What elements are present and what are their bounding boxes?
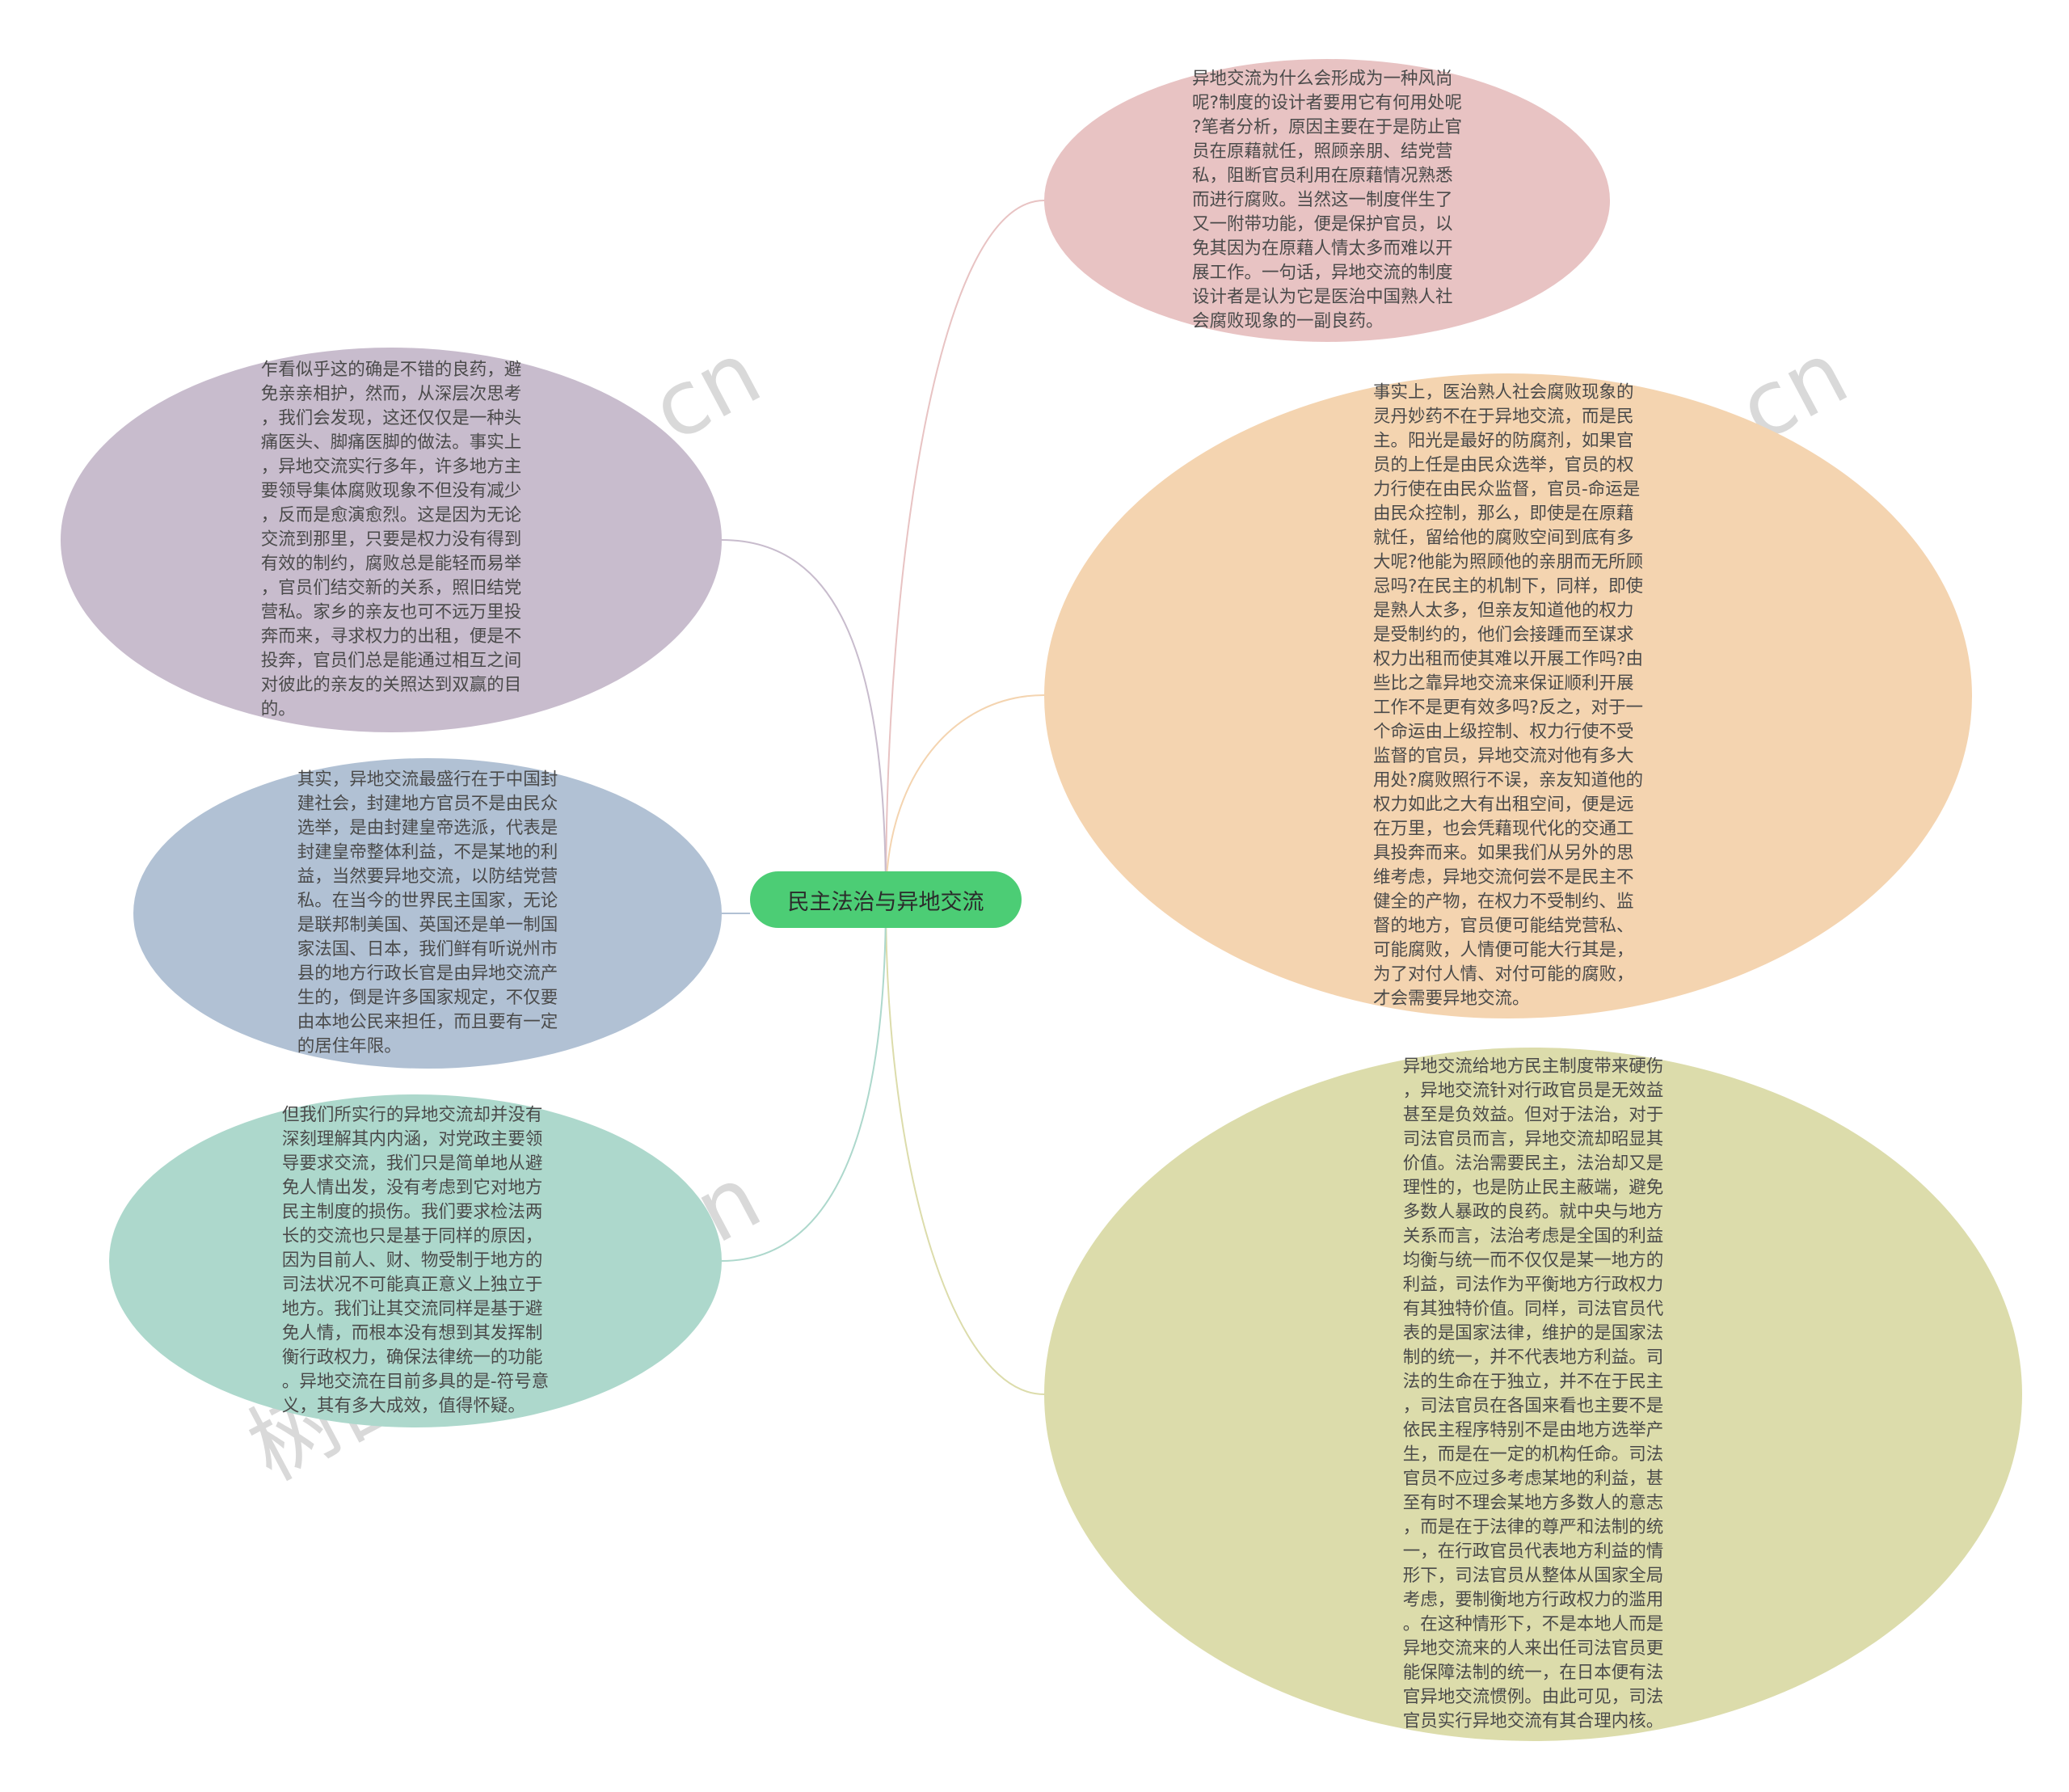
node-teal-text: 但我们所实行的异地交流却并没有 深刻理解其内内涵，对党政主要领 导要求交流，我们… xyxy=(281,1105,550,1416)
node-purple[interactable]: 乍看似乎这的确是不错的良药，避 免亲亲相护，然而，从深层次思考 ，我们会发现，这… xyxy=(61,348,722,732)
node-blue-text: 其实，异地交流最盛行在于中国封 建社会，封建地方官员不是由民众 选举，是由封建皇… xyxy=(297,770,558,1056)
connector-pink xyxy=(885,200,1045,900)
node-olive[interactable]: 异地交流给地方民主制度带来硬伤 ，异地交流针对行政官员是无效益 甚至是负效益。但… xyxy=(1044,1048,2022,1741)
node-olive-text: 异地交流给地方民主制度带来硬伤 ，异地交流针对行政官员是无效益 甚至是负效益。但… xyxy=(1402,1056,1664,1731)
connector-peach xyxy=(885,694,1045,900)
root-label: 民主法治与异地交流 xyxy=(787,889,984,915)
node-purple-text: 乍看似乎这的确是不错的良药，避 免亲亲相护，然而，从深层次思考 ，我们会发现，这… xyxy=(260,360,522,719)
node-blue[interactable]: 其实，异地交流最盛行在于中国封 建社会，封建地方官员不是由民众 选举，是由封建皇… xyxy=(133,758,722,1069)
node-peach[interactable]: 事实上，医治熟人社会腐败现象的 灵丹妙药不在于异地交流，而是民 主。阳光是最好的… xyxy=(1044,373,1972,1018)
node-teal[interactable]: 但我们所实行的异地交流却并没有 深刻理解其内内涵，对党政主要领 导要求交流，我们… xyxy=(109,1094,722,1427)
connector-teal xyxy=(721,899,887,1262)
node-peach-text: 事实上，医治熟人社会腐败现象的 灵丹妙药不在于异地交流，而是民 主。阳光是最好的… xyxy=(1373,382,1643,1009)
root-node[interactable]: 民主法治与异地交流 xyxy=(750,871,1022,928)
node-pink-text: 异地交流为什么会形成为一种风尚 呢?制度的设计者要用它有何用处呢 ?笔者分析，原… xyxy=(1192,69,1462,331)
node-pink[interactable]: 异地交流为什么会形成为一种风尚 呢?制度的设计者要用它有何用处呢 ?笔者分析，原… xyxy=(1044,59,1610,342)
connector-olive xyxy=(885,899,1045,1395)
connector-purple xyxy=(721,539,887,900)
